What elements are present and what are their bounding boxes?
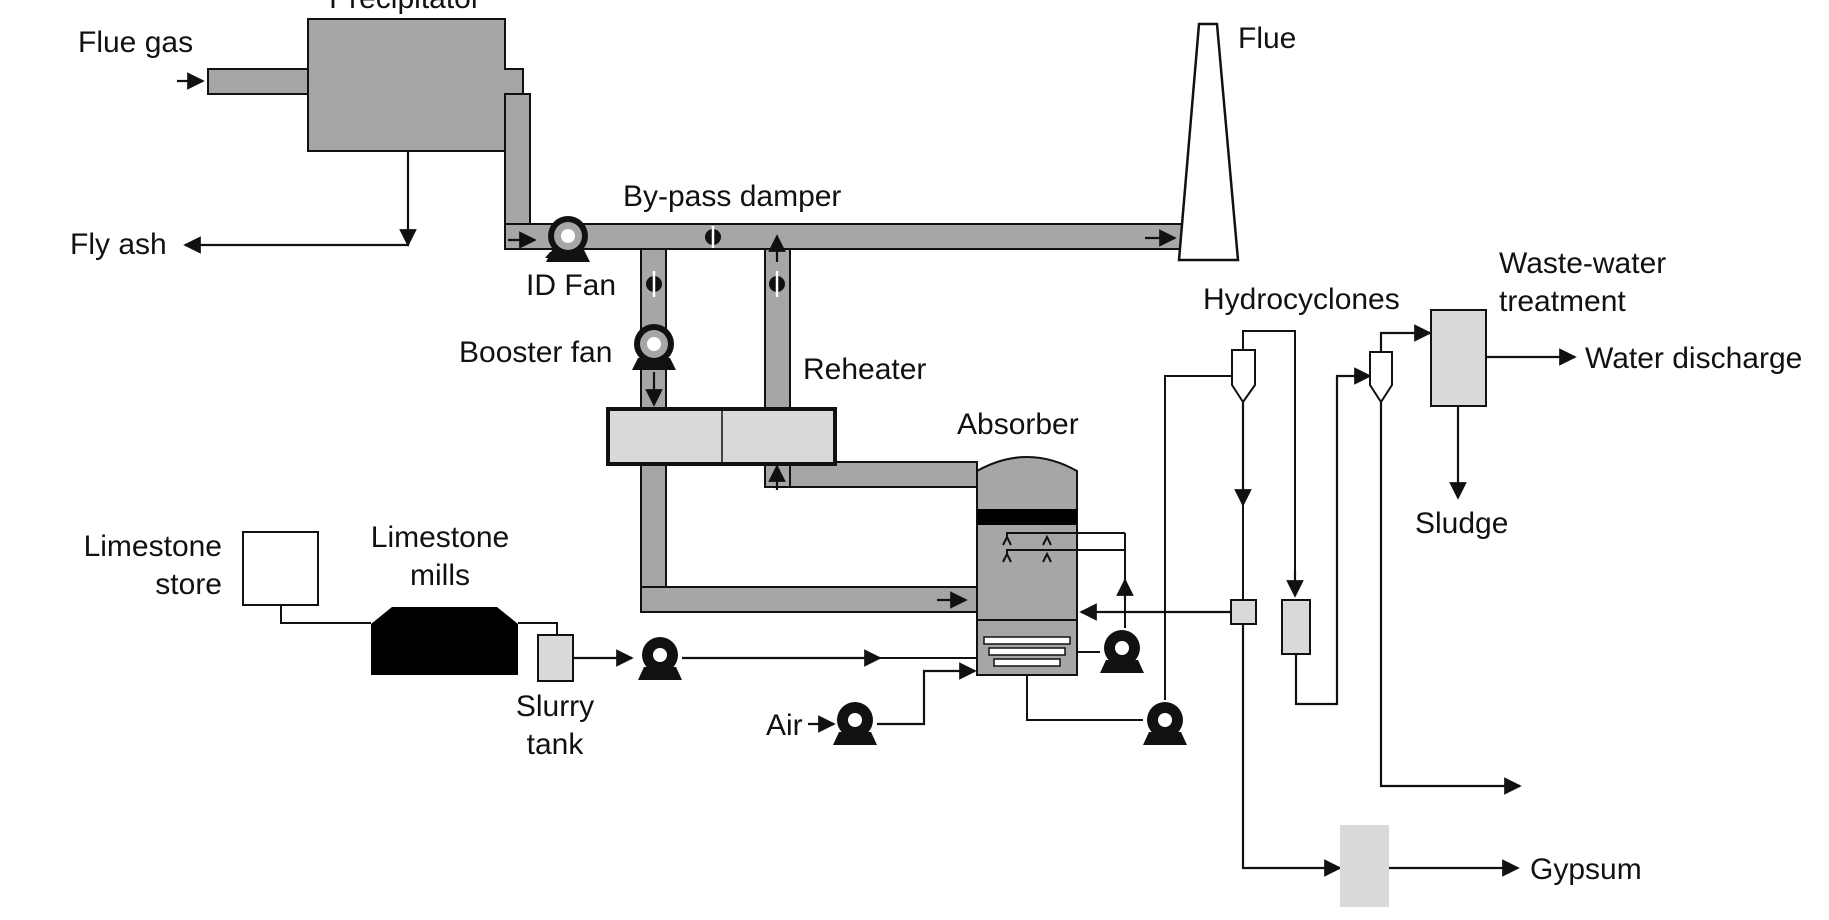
label-gypsum: Gypsum — [1530, 853, 1642, 886]
hydrocyclone-secondary — [1369, 351, 1393, 404]
waste-water-treatment-unit — [1430, 309, 1487, 407]
label-reheater: Reheater — [803, 353, 926, 386]
reheater — [606, 407, 837, 466]
secondary-overflow-line — [1379, 324, 1432, 352]
label-sludge: Sludge — [1415, 507, 1508, 540]
secondary-underflow-line — [1379, 402, 1522, 795]
distribution-box — [1230, 599, 1257, 625]
absorber-inlet-duct — [640, 586, 978, 613]
limestone-store-feed — [280, 605, 371, 624]
gypsum-line — [1241, 624, 1342, 877]
booster-fan — [632, 324, 676, 370]
label-flue: Flue — [1238, 22, 1296, 55]
label-precipitator: Precipitator — [329, 0, 481, 15]
flue-gas-inlet-duct — [207, 68, 311, 95]
absorber-outlet-duct — [764, 461, 978, 488]
mills-to-tank-line — [518, 622, 558, 635]
label-waste-water-1: Waste-water — [1499, 247, 1666, 280]
absorber-bleed-line — [1026, 675, 1143, 721]
label-waste-water-2: treatment — [1499, 285, 1626, 318]
tank-to-secondary-line — [1294, 367, 1372, 706]
recycle-pump — [1100, 630, 1144, 673]
limestone-mills — [371, 607, 518, 675]
air-blower — [833, 702, 877, 745]
gas-flow-arrows — [177, 72, 1177, 609]
label-limestone-mills-2: mills — [410, 559, 470, 592]
label-slurry-tank-1: Slurry — [516, 690, 594, 723]
booster-damper — [646, 271, 662, 297]
label-water-discharge: Water discharge — [1585, 342, 1802, 375]
label-id-fan: ID Fan — [526, 269, 616, 302]
reheater-damper — [769, 271, 785, 297]
label-flue-gas: Flue gas — [78, 26, 193, 59]
bypass-damper — [705, 226, 721, 248]
label-limestone-mills-1: Limestone — [371, 521, 509, 554]
label-limestone-store-2: store — [155, 568, 222, 601]
flue-stack — [1177, 22, 1240, 262]
label-limestone-store-1: Limestone — [84, 530, 222, 563]
id-fan — [545, 216, 590, 262]
bleed-pump — [1143, 702, 1187, 745]
fly-ash-line — [183, 151, 410, 254]
hydrocyclone-overflow-line — [1242, 330, 1296, 595]
gypsum-bin — [1340, 825, 1389, 907]
precipitator-outlet-duct — [504, 93, 531, 225]
label-fly-ash: Fly ash — [70, 228, 167, 261]
hydrocyclone-primary — [1231, 349, 1256, 404]
label-absorber: Absorber — [957, 408, 1079, 441]
label-booster-fan: Booster fan — [459, 336, 612, 369]
label-hydrocyclones: Hydrocyclones — [1203, 283, 1400, 316]
duct-system — [207, 18, 1184, 613]
main-duct — [504, 223, 1184, 250]
precipitator — [307, 18, 524, 152]
label-air: Air — [766, 709, 803, 742]
limestone-store — [242, 531, 319, 606]
slurry-pump — [638, 637, 682, 680]
label-bypass-damper: By-pass damper — [623, 180, 841, 213]
air-to-absorber-line — [877, 662, 977, 726]
intermediate-tank — [1281, 599, 1311, 655]
absorber — [976, 456, 1125, 676]
bleed-to-hydrocyclone-line — [1164, 375, 1232, 700]
label-slurry-tank-2: tank — [527, 728, 585, 761]
slurry-tank — [537, 634, 574, 682]
